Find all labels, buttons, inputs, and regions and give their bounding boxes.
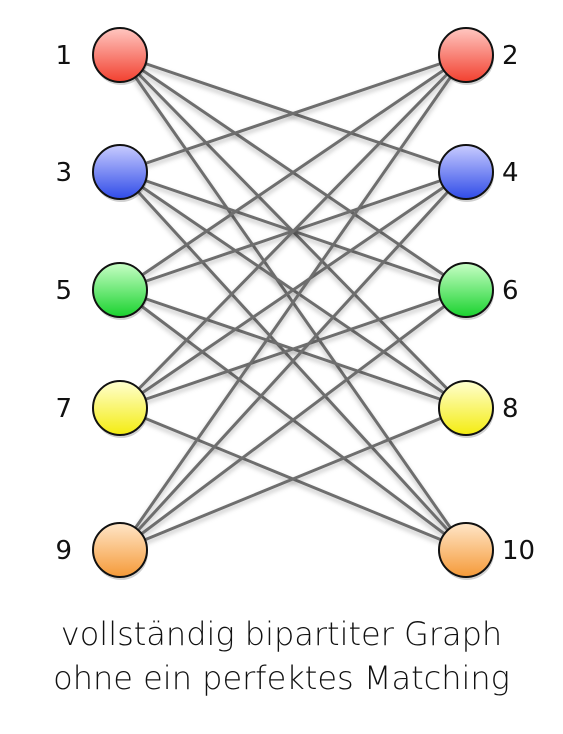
- node-label-1: 1: [55, 41, 72, 71]
- node-label-2: 2: [502, 41, 519, 71]
- node-label-5: 5: [55, 276, 72, 306]
- node-label-7: 7: [55, 394, 72, 424]
- edge-9-6: [119, 288, 467, 552]
- node-7: [92, 380, 148, 436]
- edge-9-8: [119, 406, 467, 552]
- node-label-3: 3: [55, 158, 72, 188]
- edge-9-4: [118, 170, 468, 552]
- node-4: [438, 144, 494, 200]
- edge-7-4: [119, 170, 467, 410]
- edge-3-2: [119, 53, 467, 174]
- edge-7-2: [118, 53, 468, 410]
- node-3: [92, 144, 148, 200]
- bipartite-graph: 1 3 5 7 9 2 4 6 8 10: [55, 27, 535, 580]
- edge-9-2: [118, 54, 468, 551]
- node-label-4: 4: [502, 158, 519, 188]
- node-8: [438, 380, 494, 436]
- node-9: [92, 522, 148, 578]
- node-label-10: 10: [502, 536, 535, 566]
- node-2: [438, 27, 494, 83]
- node-label-8: 8: [502, 394, 519, 424]
- edge-5-2: [119, 53, 467, 292]
- edges-layer: [118, 53, 468, 552]
- caption-line-1: vollständig bipartiter Graph: [60, 615, 503, 653]
- caption-line-2: ohne ein perfektes Matching: [53, 659, 510, 697]
- node-1: [92, 27, 148, 83]
- node-label-6: 6: [502, 276, 519, 306]
- nodes-layer: 1 3 5 7 9 2 4 6 8 10: [55, 27, 535, 580]
- node-6: [438, 262, 494, 318]
- node-5: [92, 262, 148, 318]
- edge-7-6: [119, 288, 467, 410]
- node-label-9: 9: [55, 536, 72, 566]
- node-10: [438, 522, 494, 578]
- caption: vollständig bipartiter Graph ohne ein pe…: [0, 612, 563, 700]
